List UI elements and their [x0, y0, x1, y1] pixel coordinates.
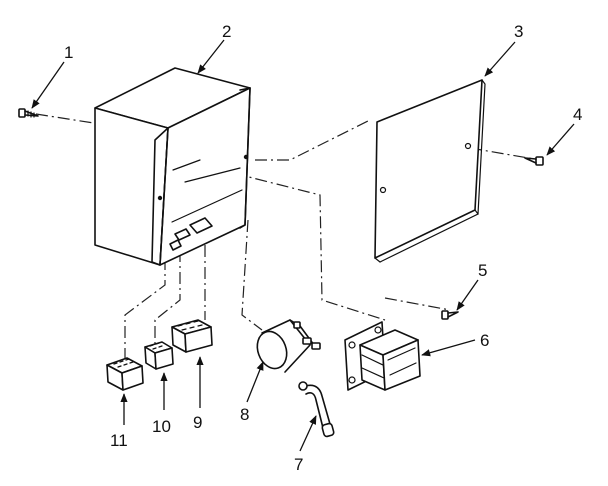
callout-2: 2: [222, 22, 231, 41]
enclosure-box-part-2: [94, 67, 251, 266]
strap-part-7: [298, 381, 335, 438]
relay-block-part-10: [144, 341, 174, 370]
callout-numbers: 1 2 3 4 5 6 7 8 9 10 11: [64, 22, 582, 474]
assembly-line-relay-11: [124, 258, 166, 360]
callout-8: 8: [240, 405, 249, 424]
callout-3: 3: [514, 22, 523, 41]
leader-lines: [31, 39, 575, 452]
assembly-line-relay-10: [154, 250, 181, 345]
leader-7: [299, 415, 317, 452]
screw-part-1: [18, 108, 39, 118]
callout-9: 9: [193, 413, 202, 432]
relay-block-part-11: [106, 357, 144, 391]
leader-6: [421, 339, 476, 357]
leader-2: [197, 39, 225, 74]
callout-7: 7: [294, 455, 303, 474]
cover-panel-part-3: [374, 79, 486, 263]
callout-10: 10: [152, 417, 171, 436]
leader-5: [456, 279, 479, 311]
leader-1: [31, 61, 65, 109]
assembly-line-cover: [255, 119, 371, 161]
motor-part-8: [256, 319, 321, 373]
relay-block-part-9: [171, 319, 213, 353]
callout-6: 6: [480, 331, 489, 350]
contactor-part-6: [344, 321, 421, 391]
callout-11: 11: [110, 431, 128, 450]
screw-part-5: [441, 310, 459, 320]
leader-4: [546, 123, 575, 156]
leader-8: [246, 361, 264, 403]
callout-1: 1: [64, 43, 73, 62]
callout-5: 5: [478, 261, 487, 280]
assembly-line-screw-5: [384, 297, 451, 311]
screw-part-4: [524, 156, 544, 166]
leader-3: [484, 41, 516, 77]
assembly-line-motor: [241, 219, 263, 331]
callout-4: 4: [573, 105, 582, 124]
